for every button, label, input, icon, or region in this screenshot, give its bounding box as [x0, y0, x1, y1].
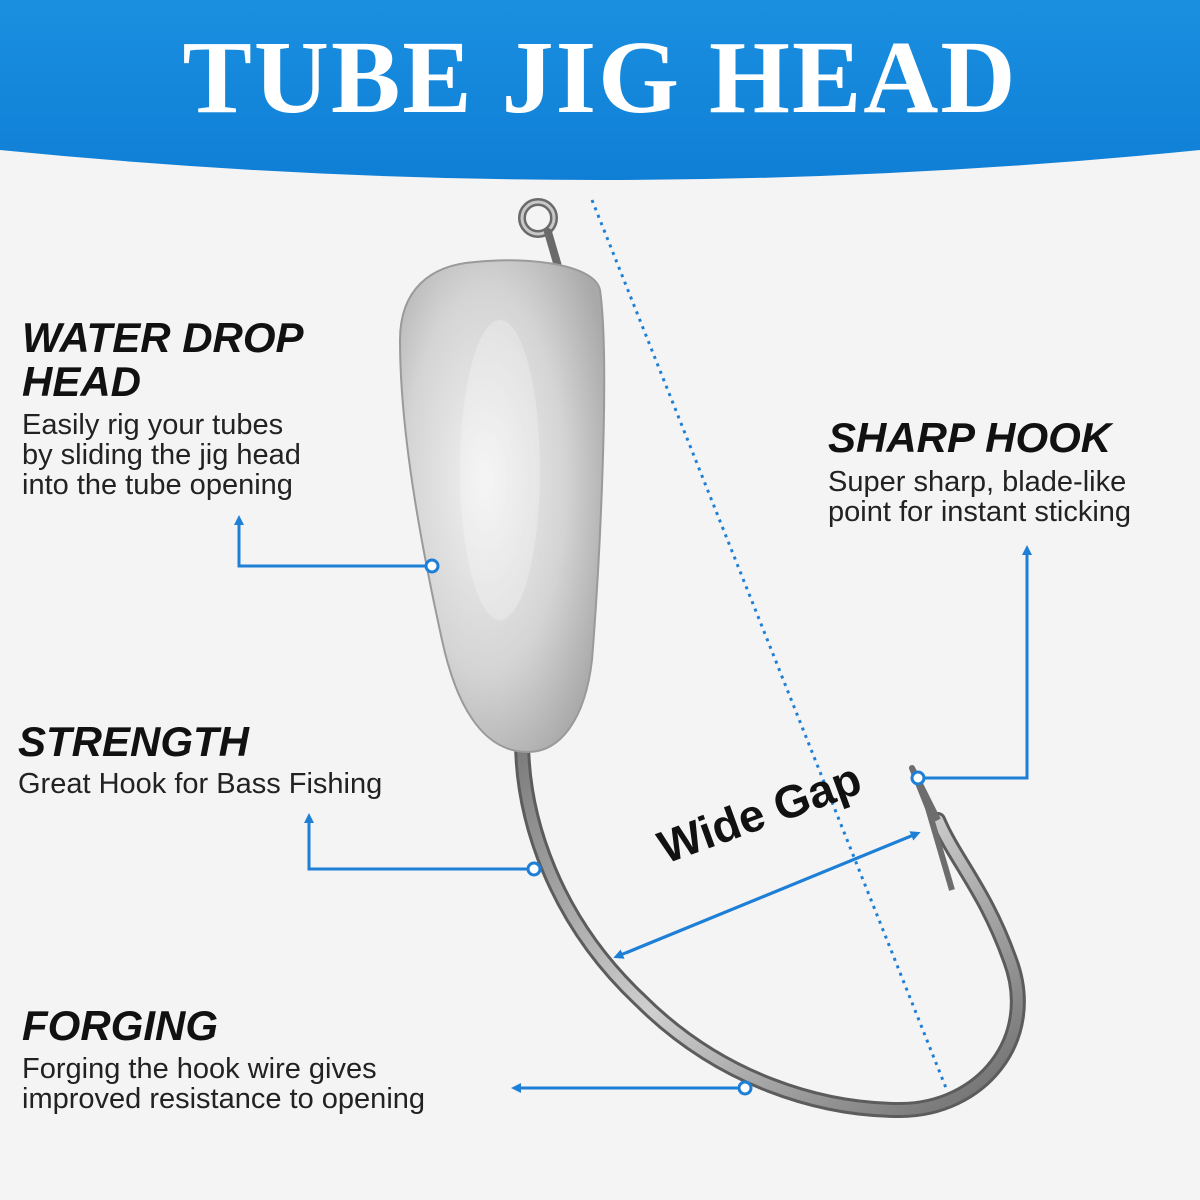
- sharp-hook-desc-line1: Super sharp, blade-like: [828, 466, 1127, 498]
- header-banner: [0, 0, 1200, 180]
- strength-title: STRENGTH: [18, 718, 249, 765]
- water-drop-desc-line2: by sliding the jig head: [22, 439, 301, 471]
- head-highlight: [460, 320, 540, 620]
- forging-title: FORGING: [22, 1002, 218, 1049]
- water-drop-desc-line1: Easily rig your tubes: [22, 409, 284, 441]
- wide-gap-arrow: [613, 831, 921, 959]
- hook-wire: [514, 732, 1026, 1119]
- strength-desc-line1: Great Hook for Bass Fishing: [18, 768, 383, 800]
- callout-water-drop: [234, 515, 440, 574]
- callout-sharp-hook: [910, 545, 1032, 786]
- water-drop-title-line1: WATER DROP: [22, 314, 304, 361]
- water-drop-title-line2: HEAD: [22, 358, 142, 405]
- page-title: TUBE JIG HEAD: [182, 20, 1018, 135]
- forging-desc-line2: improved resistance to opening: [22, 1083, 426, 1115]
- sharp-hook-desc-line2: point for instant sticking: [828, 496, 1132, 528]
- dotted-guide-line: [590, 199, 948, 1089]
- water-drop-desc-line3: into the tube opening: [22, 469, 293, 501]
- sharp-hook-title: SHARP HOOK: [828, 414, 1112, 461]
- callout-forging: [511, 1080, 753, 1096]
- callout-strength: [304, 813, 542, 877]
- water-drop-head: [398, 259, 606, 754]
- forging-desc-line1: Forging the hook wire gives: [22, 1053, 377, 1085]
